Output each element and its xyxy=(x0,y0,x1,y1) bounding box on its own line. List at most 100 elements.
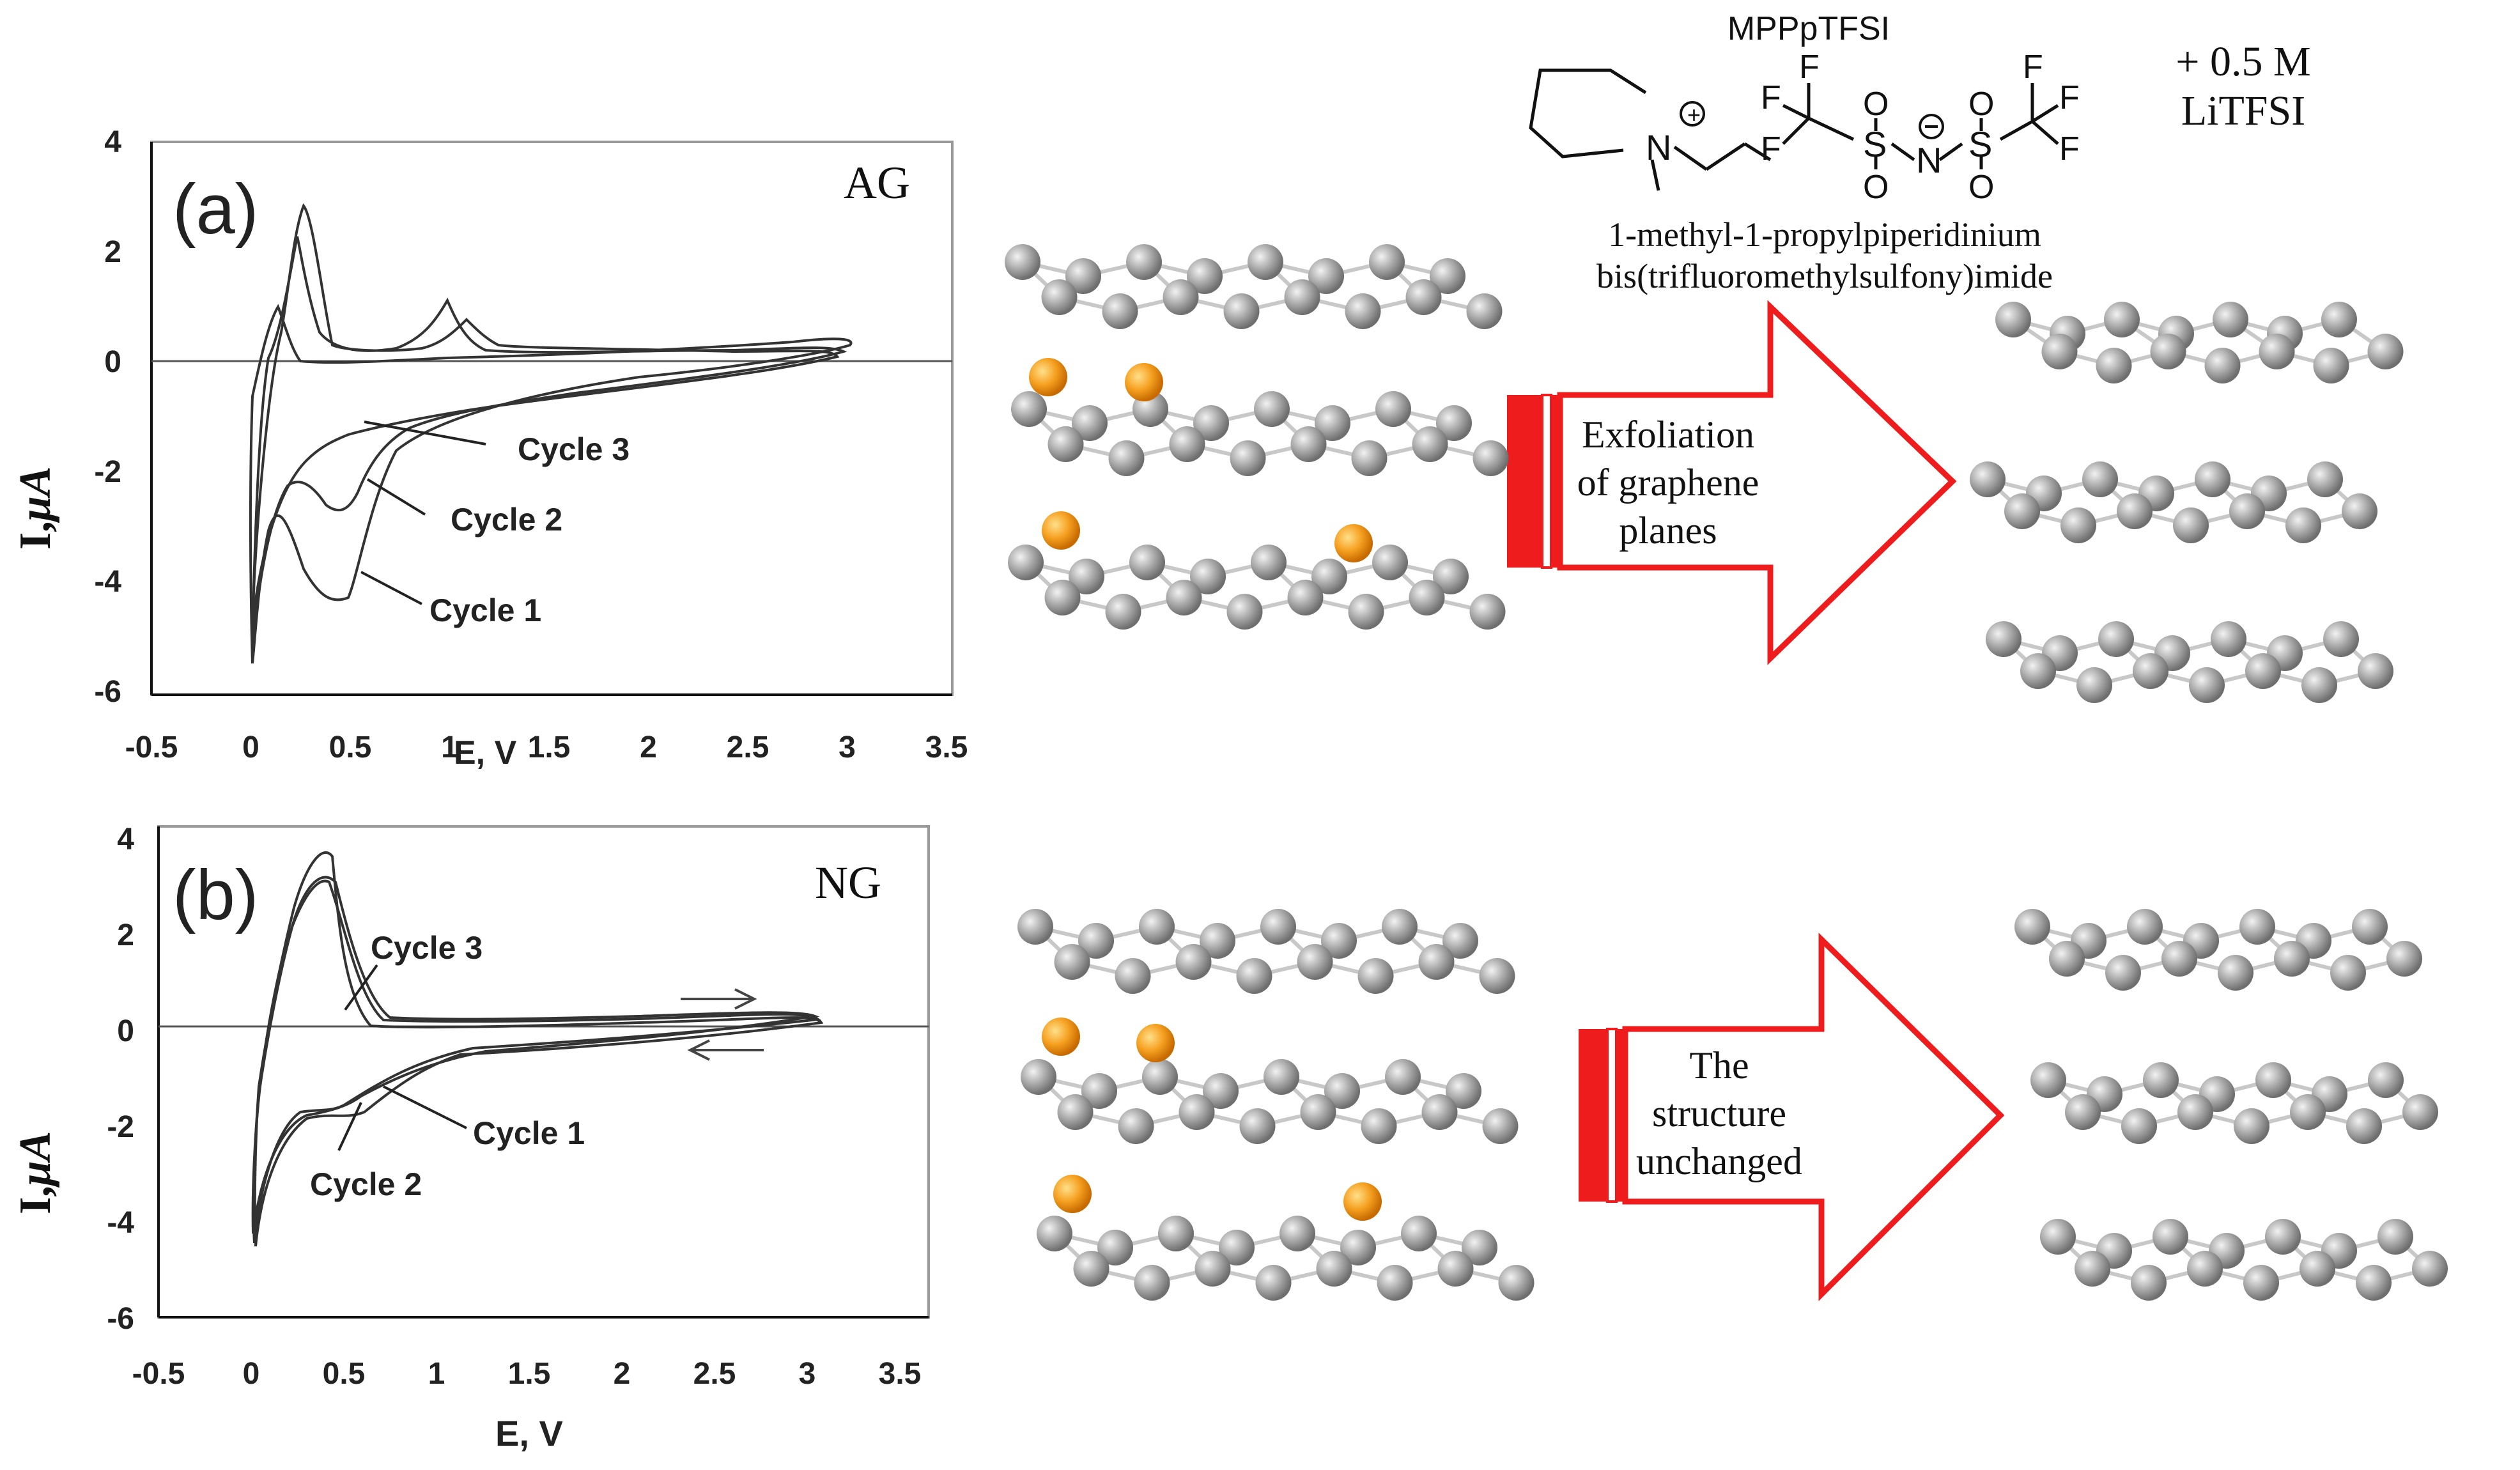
carbon-atom xyxy=(1279,1216,1315,1251)
carbon-atom xyxy=(2367,334,2404,369)
carbon-atom xyxy=(2234,1108,2269,1144)
additive-line1: + 0.5 M xyxy=(2176,38,2310,85)
y-tick-label: 0 xyxy=(104,345,121,379)
carbon-atom xyxy=(1409,580,1445,615)
x-tick-label: 1 xyxy=(428,1357,445,1391)
carbon-atom xyxy=(2218,955,2253,991)
positive-charge-glyph: + xyxy=(1687,102,1701,128)
lithium-ion xyxy=(1029,358,1067,396)
carbon-atom xyxy=(1142,1059,1178,1095)
carbon-atom xyxy=(2290,1094,2326,1130)
carbon-atom xyxy=(1255,1265,1292,1301)
arrow-unchanged: The structure unchanged xyxy=(1579,932,2005,1301)
carbon-atom xyxy=(1118,1108,1154,1144)
arrow-bottom-line2: structure xyxy=(1652,1092,1786,1134)
atom-n-plus: N xyxy=(1646,127,1671,167)
carbon-atom xyxy=(1970,461,2006,497)
carbon-atom xyxy=(2352,909,2388,945)
carbon-atom xyxy=(2105,955,2141,991)
carbon-atom xyxy=(2177,1094,2213,1130)
x-tick-label: 2.5 xyxy=(693,1357,736,1391)
chemical-structure: MPPpTFSI N + xyxy=(1529,10,2311,295)
carbon-atom xyxy=(1041,279,1078,315)
graphene-sheet xyxy=(1005,244,1503,329)
carbon-atom xyxy=(1369,244,1405,280)
carbon-atom xyxy=(1057,1094,1094,1130)
panel-b-direction-arrows xyxy=(681,988,764,1061)
carbon-atom xyxy=(1072,405,1108,441)
y-tick-label: 4 xyxy=(104,125,121,159)
y-tick-label: 2 xyxy=(117,918,134,952)
carbon-atom xyxy=(1108,440,1145,476)
carbon-atom xyxy=(1021,1059,1056,1095)
carbon-atom xyxy=(2259,334,2295,369)
carbon-atom xyxy=(1401,1216,1437,1251)
carbon-atom xyxy=(1044,580,1081,615)
lithium-ion xyxy=(1343,1182,1382,1221)
carbon-atom xyxy=(1433,559,1469,594)
x-tick-label: 0.5 xyxy=(323,1357,366,1391)
carbon-atom xyxy=(2189,667,2225,703)
carbon-atom xyxy=(2049,941,2085,977)
negative-charge-icon xyxy=(1919,114,1944,139)
molecule-bonds xyxy=(1529,68,2059,191)
panel-a-cycle2-label: Cycle 2 xyxy=(451,502,562,538)
carbon-atom xyxy=(1219,1230,1255,1265)
carbon-atom xyxy=(2300,1251,2335,1287)
carbon-atom xyxy=(1190,559,1226,594)
lithium-ion xyxy=(1042,511,1080,550)
svg-text:I,μA: I,μA xyxy=(11,467,60,550)
x-tick-label: 1.5 xyxy=(528,731,571,764)
carbon-atom xyxy=(1126,244,1162,280)
carbon-atom xyxy=(2285,507,2321,543)
carbon-atom xyxy=(2330,955,2366,991)
carbon-atom xyxy=(1037,1216,1072,1251)
carbon-atom xyxy=(1357,958,1394,994)
carbon-atom xyxy=(1442,923,1478,959)
compound-full-name-line2: bis(trifluoromethylsulfony)imide xyxy=(1596,257,2053,295)
carbon-atom xyxy=(2098,621,2134,657)
carbon-atom xyxy=(2104,302,2140,337)
y-tick-label: 0 xyxy=(117,1014,134,1048)
panel-b-material-label: NG xyxy=(815,857,881,908)
graphene-sheet xyxy=(1017,909,1515,994)
carbon-atom xyxy=(1203,1073,1239,1109)
graphene-sheet xyxy=(1970,461,2377,543)
carbon-atom xyxy=(2323,621,2359,657)
arrow-top-line2: of graphene xyxy=(1577,461,1759,504)
carbon-atom xyxy=(1311,559,1347,594)
panel-b-x-axis-label: E, V xyxy=(495,1413,563,1453)
carbon-atom xyxy=(1297,944,1333,980)
carbon-atom xyxy=(2082,461,2118,497)
carbon-atom xyxy=(2356,1265,2392,1301)
y-tick-label: 2 xyxy=(104,235,121,269)
carbon-atom xyxy=(1065,258,1101,294)
carbon-atom xyxy=(2301,667,2337,703)
carbon-atom xyxy=(1166,580,1202,615)
carbon-atom xyxy=(2313,348,2349,383)
graphene-sheet xyxy=(1037,1216,1534,1301)
atom-s2: S xyxy=(1968,124,1992,164)
x-tick-label: 3 xyxy=(839,731,856,764)
atom-o1: O xyxy=(1863,86,1889,123)
carbon-atom xyxy=(2143,1062,2179,1098)
carbon-atom xyxy=(1345,293,1381,329)
carbon-atom xyxy=(2321,302,2357,337)
atom-f3: F xyxy=(1761,130,1781,167)
panel-a-y-ticks: 420-2-4-6 xyxy=(94,125,121,709)
lithium-ion xyxy=(1053,1175,1092,1213)
atom-n-minus: N xyxy=(1916,140,1942,180)
panel-a-frame xyxy=(150,141,954,696)
x-tick-label: -0.5 xyxy=(132,1357,185,1391)
x-tick-label: 3.5 xyxy=(925,731,968,764)
panel-a-y-axis-label: I,μA xyxy=(11,467,60,550)
lithium-ion xyxy=(1136,1024,1175,1062)
carbon-atom xyxy=(1446,1073,1481,1109)
graphene-sheet xyxy=(1986,621,2393,703)
carbon-atom xyxy=(2161,941,2197,977)
carbon-atom xyxy=(1005,244,1040,280)
carbon-atom xyxy=(1105,594,1141,630)
carbon-atom xyxy=(1469,594,1506,630)
